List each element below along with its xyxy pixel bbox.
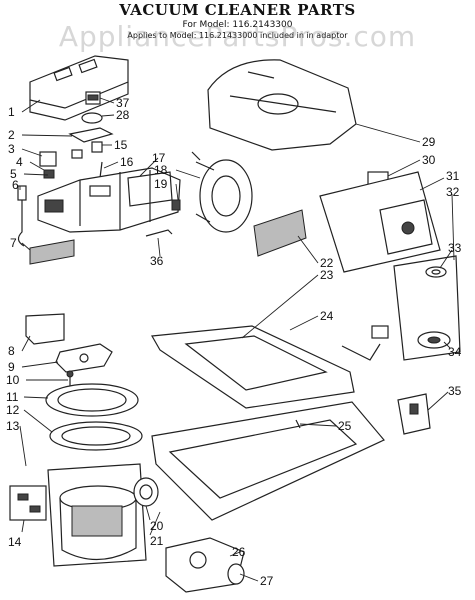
- part-base: [151, 401, 385, 521]
- callout-9: 9: [8, 360, 15, 374]
- callout-7: 7: [10, 236, 17, 250]
- part-dust-bag: [319, 171, 441, 273]
- part-motor-brushes: [9, 485, 47, 521]
- part-bracket: [25, 313, 65, 345]
- callout-34: 34: [448, 345, 462, 359]
- part-fan-gasket: [55, 343, 113, 373]
- part-bag-collar: [417, 331, 451, 349]
- part-cord-reel: [195, 159, 253, 233]
- callout-11: 11: [6, 390, 19, 404]
- callout-15: 15: [114, 138, 128, 152]
- callout-19: 19: [154, 177, 168, 191]
- part-exhaust-filter: [253, 209, 307, 257]
- part-body-frame: [151, 325, 355, 409]
- callout-21: 21: [150, 534, 164, 548]
- callout-27: 27: [260, 574, 274, 588]
- callout-2: 2: [8, 128, 15, 142]
- part-motor-ring: [45, 383, 139, 417]
- callout-32: 32: [446, 185, 460, 199]
- callout-10: 10: [6, 373, 20, 387]
- callout-14: 14: [8, 535, 22, 549]
- part-screw: [66, 370, 74, 386]
- callout-labels: 1 2 3 4 5 6 7 8 9 10 11 12 13 14 15 16 1…: [6, 96, 462, 588]
- part-grommet: [425, 266, 447, 278]
- part-spring-clip: [145, 229, 173, 237]
- part-reel-switch: [171, 151, 201, 211]
- callout-31: 31: [446, 169, 460, 183]
- callout-35: 35: [448, 384, 462, 398]
- part-roller: [227, 563, 245, 585]
- callout-33: 33: [448, 241, 462, 255]
- callout-30: 30: [422, 153, 436, 167]
- part-top-cover: [29, 55, 129, 121]
- callout-36: 36: [150, 254, 164, 268]
- part-hood: [207, 59, 357, 151]
- part-filter-pad: [29, 239, 75, 265]
- callout-3: 3: [8, 142, 15, 156]
- callout-13: 13: [6, 419, 20, 433]
- part-motor-seal: [49, 421, 143, 451]
- callout-8: 8: [8, 344, 15, 358]
- callout-4: 4: [16, 155, 23, 169]
- part-cord: [341, 325, 389, 361]
- callout-23: 23: [320, 268, 334, 282]
- diagram-title: VACUUM CLEANER PARTS: [119, 1, 356, 19]
- callout-22: 22: [320, 256, 334, 270]
- callout-29: 29: [422, 135, 436, 149]
- part-motor-assembly: [47, 463, 147, 567]
- part-power-cord: [17, 185, 27, 247]
- callout-37: 37: [116, 96, 130, 110]
- callout-1: 1: [8, 105, 15, 119]
- part-handle-housing: [37, 167, 181, 233]
- callout-17: 17: [152, 151, 166, 165]
- part-wheel: [133, 477, 159, 507]
- callout-26: 26: [232, 545, 246, 559]
- leader-lines: [19, 97, 455, 582]
- model-subtitle: For Model: 116.2143300: [182, 20, 293, 30]
- callout-20: 20: [150, 519, 164, 533]
- callout-28: 28: [116, 108, 130, 122]
- part-switch-assembly: [39, 127, 114, 179]
- model-note: Applies to Model: 116.21433000 included …: [127, 31, 348, 40]
- callout-12: 12: [6, 403, 20, 417]
- callout-18: 18: [154, 163, 168, 177]
- part-hinge-clips: [397, 393, 431, 435]
- callout-25: 25: [338, 419, 352, 433]
- callout-6: 6: [12, 178, 19, 192]
- callout-16: 16: [120, 155, 134, 169]
- callout-5: 5: [10, 167, 17, 181]
- callout-24: 24: [320, 309, 334, 323]
